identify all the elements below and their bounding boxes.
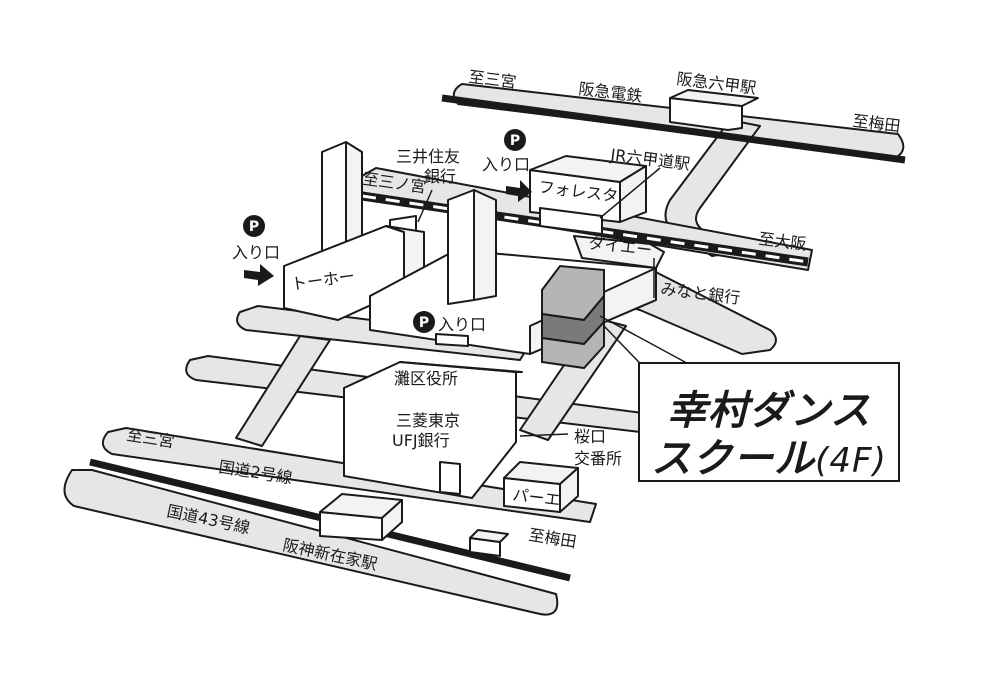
- parking-icons: P P P: [243, 129, 526, 333]
- road-route43: [63, 469, 559, 616]
- tower-left: [321, 141, 347, 257]
- svg-text:P: P: [510, 133, 520, 149]
- label-mufj-2: UFJ銀行: [392, 431, 450, 450]
- parking-icon-left: P: [243, 215, 265, 237]
- label-mufj-1: 三菱東京: [396, 411, 460, 430]
- tower-center: [447, 189, 475, 305]
- daiei-upper-tier: [573, 235, 665, 269]
- school-name-line2: スクール(4F): [640, 426, 898, 484]
- parking-icon-daiei: P: [413, 311, 435, 333]
- svg-text:P: P: [419, 315, 429, 331]
- mufj-bank-door: [439, 461, 461, 495]
- road-connector-left: [235, 335, 331, 447]
- jr-station-building: [539, 207, 603, 235]
- label-parking-entrance-left: 入り口: [232, 243, 280, 262]
- label-parking-entrance-daiei: 入り口: [438, 315, 486, 334]
- entrance-arrows: [244, 180, 532, 286]
- buildings: [283, 89, 759, 557]
- arrow-right-icon: [244, 264, 274, 286]
- parking-icon-top: P: [504, 129, 526, 151]
- label-mitsui-sumitomo-2: 銀行: [424, 167, 456, 186]
- label-mitsui-sumitomo-1: 三井住友: [396, 147, 460, 166]
- hankyu-line: [441, 94, 906, 164]
- arrow-right-icon: [506, 180, 532, 202]
- label-parking-entrance-top: 入り口: [482, 155, 530, 174]
- school-floor: (4F): [815, 441, 887, 481]
- school-name-line1: 幸村ダンス: [666, 388, 872, 434]
- svg-text:P: P: [249, 219, 259, 235]
- label-sakuraguchi-1: 桜口: [574, 427, 606, 446]
- school-building-base: [541, 319, 605, 370]
- label-to-umeda-bottom: 至梅田: [527, 525, 577, 551]
- school-name-line2-text: スクール: [651, 436, 816, 482]
- label-sakuraguchi-2: 交番所: [574, 449, 622, 468]
- label-nada-ward-office: 灘区役所: [394, 369, 458, 388]
- school-callout: 幸村ダンス スクール(4F): [638, 362, 900, 482]
